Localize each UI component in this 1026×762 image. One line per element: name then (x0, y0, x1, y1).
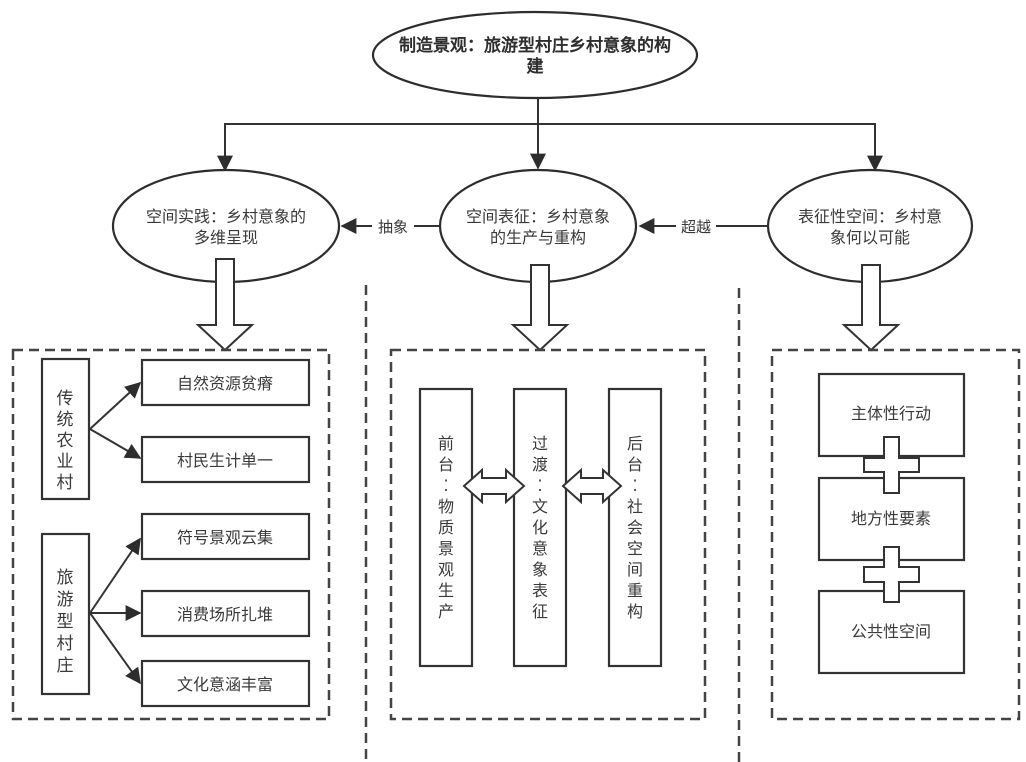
hollow-down-arrow-left (195, 258, 255, 352)
column-back-stage (607, 387, 663, 668)
arrow (89, 428, 142, 459)
vertical-char: 游 (57, 590, 74, 610)
title-line2: 建 (527, 56, 544, 77)
connector-abstraction: 抽象 (340, 218, 440, 236)
group-label-tourism-village: 旅游型村庄 (57, 568, 74, 676)
node-right-line1: 表征性空间：乡村意 (798, 207, 942, 226)
column-transition (512, 387, 568, 668)
vertical-char: 业 (57, 452, 74, 472)
connector-transcendence: 超越 (638, 218, 768, 236)
vertical-char: 质 (438, 518, 454, 537)
vertical-char: 表 (532, 581, 548, 600)
vertical-char: 物 (438, 497, 454, 516)
vertical-char: 庄 (57, 656, 74, 676)
vertical-char: 产 (438, 602, 454, 621)
vertical-char: 征 (532, 602, 548, 621)
connector-label-transcendence: 超越 (681, 218, 711, 236)
title-node: 制造景观：旅游型村庄乡村意象的构 建 (371, 10, 699, 100)
arrow (89, 612, 141, 685)
item-public-space: 公共性空间 (851, 622, 931, 641)
vertical-char: 台 (438, 455, 454, 474)
item-consumption-venues: 消费场所扎堆 (177, 605, 273, 624)
vertical-char: ⁚ (537, 476, 542, 495)
title-line1: 制造景观：旅游型村庄乡村意象的构 (399, 35, 671, 56)
hollow-down-arrow-middle (510, 264, 570, 352)
middle-panel-frame (389, 348, 707, 721)
vertical-char: 重 (627, 581, 643, 600)
branch-line (224, 123, 876, 168)
node-representation-of-space: 空间表征：乡村意象 的生产与重构 (438, 168, 638, 284)
item-rich-culture: 文化意涵丰富 (177, 675, 273, 694)
item-subject-action: 主体性行动 (851, 404, 931, 423)
vertical-char: ⁚ (632, 476, 637, 495)
arrow (89, 537, 141, 614)
node-left-line1: 空间实践：乡村意象的 (146, 207, 306, 226)
vertical-char: 空 (627, 539, 643, 558)
arrow (89, 381, 142, 430)
vertical-char: 后 (627, 434, 643, 453)
vertical-char: ⁚ (443, 476, 448, 495)
item-symbolic-landscapes: 符号景观云集 (177, 528, 273, 547)
vertical-char: 旅 (57, 568, 74, 588)
column-front-stage (418, 387, 474, 668)
connector-label-abstraction: 抽象 (378, 218, 408, 236)
left-panel-frame (11, 348, 331, 721)
vertical-char: 村 (57, 473, 74, 493)
vertical-char: 意 (532, 539, 548, 558)
item-box (140, 659, 311, 708)
vertical-char: 村 (57, 634, 74, 654)
left-group-tourism: 旅游型村庄 符号景观云集 消费场所扎堆 文化意涵丰富 (40, 512, 311, 708)
item-local-elements: 地方性要素 (851, 509, 931, 528)
node-representational-space: 表征性空间：乡村意 象何以可能 (766, 168, 974, 284)
item-box (140, 358, 311, 407)
item-box (140, 435, 311, 484)
vertical-char: 文 (532, 497, 548, 516)
vertical-char: 社 (627, 497, 643, 516)
vertical-char: 间 (627, 560, 643, 579)
plus-icon (863, 436, 920, 494)
item-single-livelihood: 村民生计单一 (177, 451, 273, 470)
vertical-char: 农 (57, 431, 74, 451)
vertical-char: 构 (627, 602, 643, 621)
right-stack: 主体性行动 地方性要素 公共性空间 (817, 372, 966, 675)
node-middle-line2: 的生产与重构 (490, 228, 586, 247)
vertical-char: 台 (627, 455, 643, 474)
node-left-line2: 多维呈现 (194, 228, 258, 247)
vertical-char: 化 (532, 518, 548, 537)
double-arrow-left (462, 467, 526, 505)
group-label-box (40, 357, 91, 501)
vertical-char: 景 (438, 539, 454, 558)
node-right-line2: 象何以可能 (830, 228, 910, 247)
vertical-char: 生 (438, 581, 454, 600)
item-box (140, 512, 311, 561)
hollow-down-arrow-right (841, 264, 901, 352)
group-label-box (40, 532, 91, 696)
vertical-char: 统 (57, 410, 74, 430)
vertical-char: 过 (532, 434, 548, 453)
double-arrow-right (561, 467, 623, 505)
vertical-char: 传 (57, 389, 74, 409)
vertical-char: 象 (532, 560, 548, 579)
vertical-char: 前 (438, 434, 454, 453)
vertical-char: 型 (57, 612, 74, 632)
vertical-char: 渡 (532, 455, 548, 474)
vertical-char: 观 (438, 560, 454, 579)
vertical-char: 会 (627, 518, 643, 537)
item-box (140, 589, 311, 638)
right-panel-frame (770, 348, 1021, 721)
box-public-space (817, 589, 966, 675)
item-natural-resources-poor: 自然资源贫瘠 (177, 374, 273, 393)
tree-connectors (217, 98, 883, 172)
node-middle-line1: 空间表征：乡村意象 (466, 207, 610, 226)
node-spatial-practice: 空间实践：乡村意象的 多维呈现 (111, 168, 341, 284)
plus-icon (863, 546, 920, 603)
